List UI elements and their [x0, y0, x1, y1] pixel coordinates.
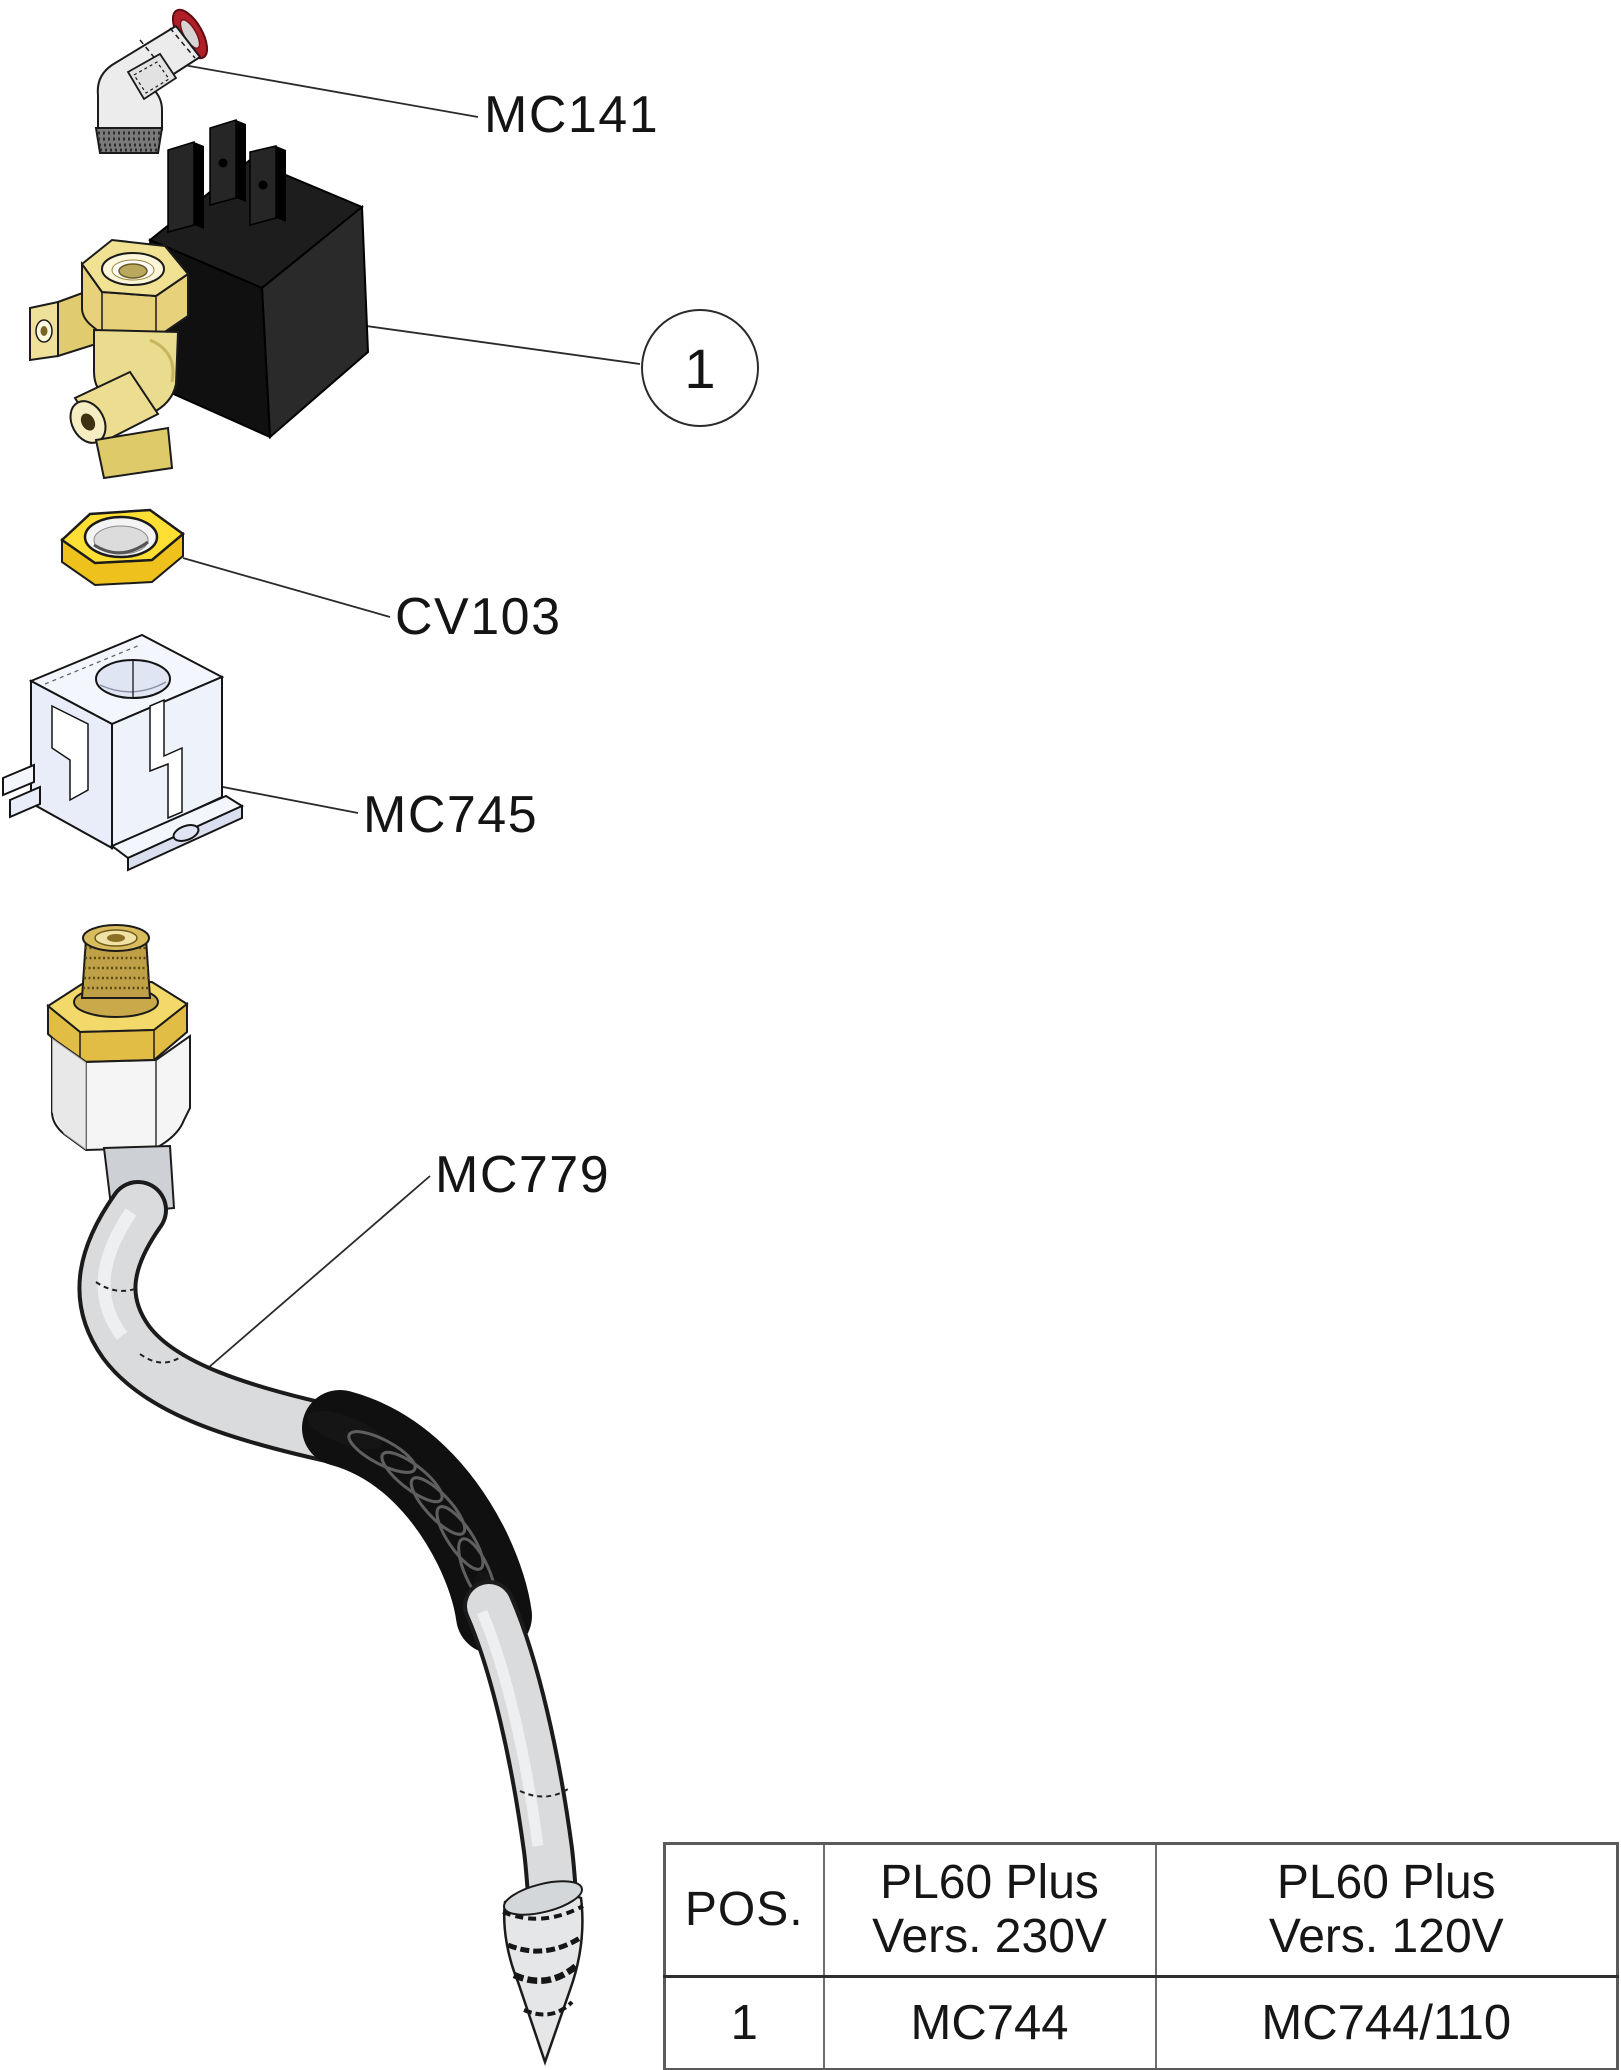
balloon-callout-number: 1	[684, 337, 716, 400]
part-label-mc779: MC779	[435, 1146, 611, 1204]
table-cell-230v: MC744	[822, 1975, 1157, 2070]
table-header-120v: PL60 Plus Vers. 120V	[1154, 1842, 1619, 1978]
table-header-120v-line2: Vers. 120V	[1268, 1910, 1504, 1963]
parts-table: POS. PL60 Plus Vers. 230V PL60 Plus Vers…	[663, 1842, 1619, 2070]
leader-line-cv103	[182, 557, 391, 618]
hex-nut-illustration	[60, 508, 186, 587]
leader-line-mc141	[143, 57, 479, 118]
table-header-230v-line1: PL60 Plus	[880, 1856, 1099, 1910]
balloon-callout-circle	[641, 309, 759, 427]
nozzle-tube-illustration	[46, 924, 584, 2066]
table-header-230v-line2: Vers. 230V	[872, 1910, 1107, 1963]
terminal-tabs	[167, 118, 286, 233]
solenoid-valve-illustration	[29, 118, 370, 480]
part-label-mc141: MC141	[484, 86, 660, 144]
table-data-row: 1 MC744 MC744/110	[663, 1975, 1619, 2070]
mounting-bracket-illustration	[2, 633, 245, 872]
table-header-120v-line1: PL60 Plus	[1276, 1856, 1496, 1910]
table-header-row: POS. PL60 Plus Vers. 230V PL60 Plus Vers…	[663, 1842, 1619, 1978]
part-label-cv103: CV103	[395, 588, 562, 646]
valve-body-brass	[29, 238, 190, 480]
table-header-230v: PL60 Plus Vers. 230V	[822, 1842, 1157, 1978]
table-cell-120v: MC744/110	[1154, 1975, 1619, 2070]
table-cell-pos: 1	[663, 1975, 825, 2070]
table-header-pos: POS.	[663, 1842, 825, 1978]
leader-line-mc779	[185, 1175, 431, 1388]
elbow-fitting-illustration	[94, 8, 209, 154]
part-label-mc745: MC745	[363, 786, 539, 844]
